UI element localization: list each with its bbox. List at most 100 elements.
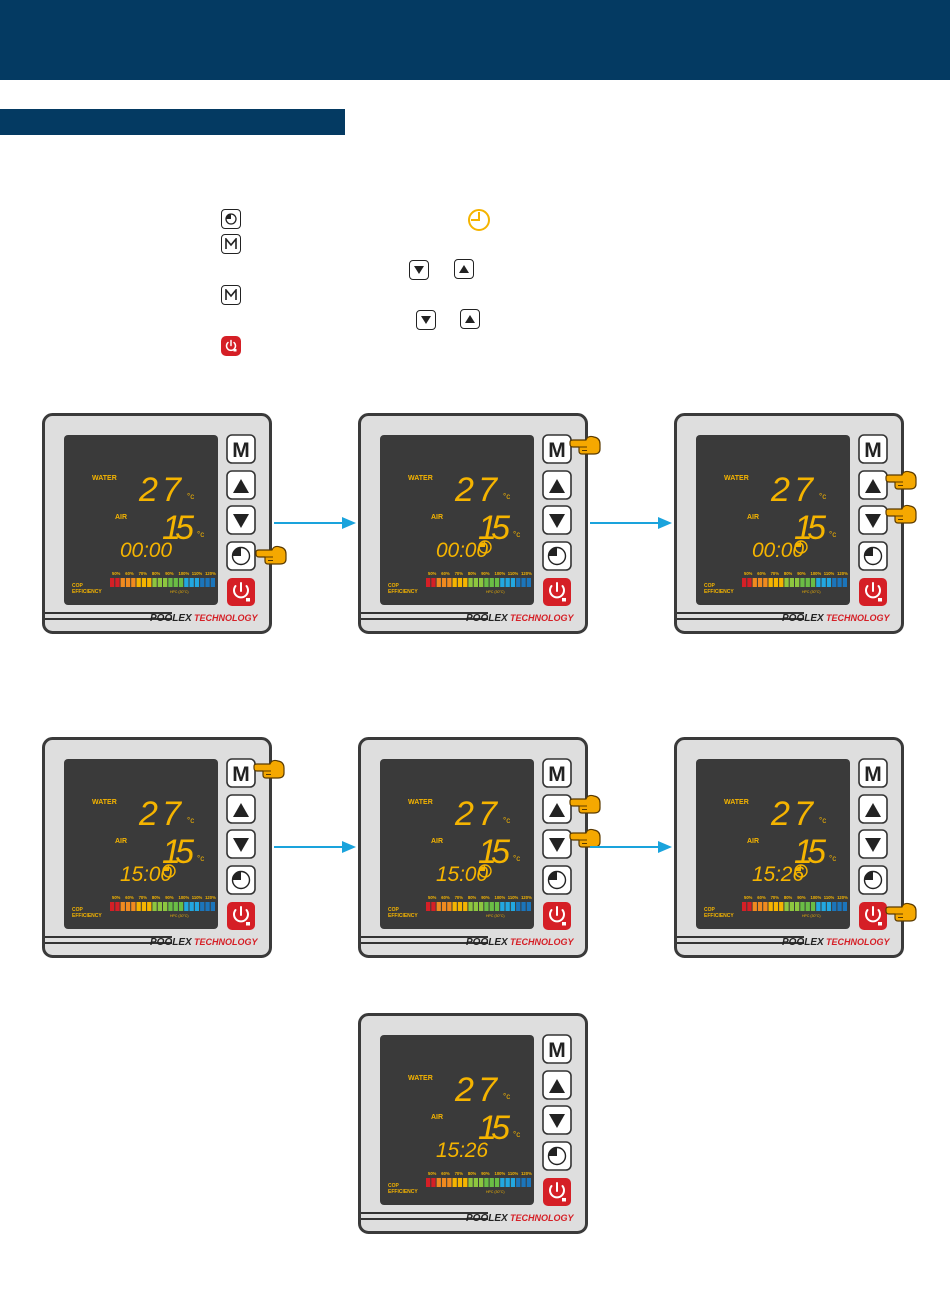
cop-bar	[441, 1178, 447, 1187]
up-button[interactable]	[226, 794, 256, 824]
cop-bar	[463, 1178, 468, 1187]
cop-scale-label: 110%	[824, 571, 835, 576]
cop-bar	[779, 578, 784, 587]
cop-scale-label: 90%	[165, 895, 174, 900]
cop-bar	[494, 902, 500, 911]
brand-logo: POOLEX TECHNOLOGY	[150, 613, 258, 624]
cop-bar	[752, 902, 757, 911]
cop-bar	[826, 902, 832, 911]
down-button[interactable]	[542, 505, 572, 535]
efficiency-label: EFFICIENCY	[388, 589, 418, 595]
water-unit: °c	[819, 492, 826, 501]
timer-button[interactable]	[226, 865, 256, 895]
power-button[interactable]	[227, 902, 255, 930]
m-mode-button[interactable]: M	[858, 434, 888, 464]
clock-time: 00:00	[752, 539, 804, 562]
power-button[interactable]	[543, 578, 571, 606]
cop-scale-label: 90%	[481, 1171, 490, 1176]
up-button[interactable]	[542, 1070, 572, 1100]
m-mode-button[interactable]: M	[542, 434, 572, 464]
cop-bar	[125, 902, 131, 911]
clock-indicator-icon	[478, 540, 492, 554]
cop-bar	[131, 578, 136, 587]
cop-scale-label: 60%	[125, 895, 134, 900]
m-mode-button[interactable]: M	[542, 758, 572, 788]
cop-scale-label: 50%	[744, 895, 753, 900]
water-label: WATER	[408, 475, 433, 482]
m-mode-button[interactable]: M	[542, 1034, 572, 1064]
cop-bar	[521, 578, 526, 587]
timer-button[interactable]	[858, 865, 888, 895]
m-mode-button[interactable]: M	[858, 758, 888, 788]
cop-scale-label: 110%	[508, 1171, 519, 1176]
down-button[interactable]	[542, 1105, 572, 1135]
cop-bar	[178, 902, 184, 911]
down-button[interactable]	[542, 829, 572, 859]
cop-bar	[120, 578, 125, 587]
power-button[interactable]	[543, 1178, 571, 1206]
cop-bar	[457, 1178, 463, 1187]
cop-bar	[152, 902, 157, 911]
cop-scale-label: 90%	[797, 895, 806, 900]
cop-bar	[810, 578, 816, 587]
clock-time: 15:00	[436, 863, 488, 886]
water-label: WATER	[92, 799, 117, 806]
timer-button[interactable]	[542, 865, 572, 895]
timer-button[interactable]	[542, 541, 572, 571]
timer-button[interactable]	[226, 541, 256, 571]
lcd-screen	[380, 435, 534, 605]
power-button[interactable]	[859, 902, 887, 930]
down-button[interactable]	[858, 829, 888, 859]
down-button[interactable]	[226, 505, 256, 535]
cop-bar	[163, 578, 168, 587]
water-label: WATER	[724, 475, 749, 482]
clock-indicator-icon	[162, 864, 176, 878]
water-unit: °c	[503, 492, 510, 501]
air-temperature: 15	[478, 1109, 510, 1147]
up-button[interactable]	[858, 794, 888, 824]
air-unit: °c	[513, 854, 520, 863]
cop-scale-label: 100%	[495, 571, 506, 576]
cop-scale-label: 50%	[112, 895, 121, 900]
cop-bar	[773, 578, 779, 587]
clock-indicator-icon	[794, 540, 808, 554]
down-button[interactable]	[226, 829, 256, 859]
timer-clock-icon	[221, 209, 241, 229]
cop-bar	[479, 1178, 484, 1187]
m-mode-button[interactable]: M	[226, 434, 256, 464]
cop-bar	[431, 1178, 436, 1187]
cop-bar	[768, 578, 773, 587]
cop-scale-label: 120%	[205, 895, 216, 900]
cop-bar	[757, 902, 763, 911]
air-unit: °c	[513, 1130, 520, 1139]
cop-bar	[426, 902, 431, 911]
cop-label: COP	[704, 907, 716, 913]
timer-button[interactable]	[858, 541, 888, 571]
up-button[interactable]	[542, 794, 572, 824]
cop-bar	[805, 902, 810, 911]
brand-name: POOLEX	[150, 937, 193, 948]
power-button[interactable]	[859, 578, 887, 606]
up-button[interactable]	[858, 470, 888, 500]
cop-bar	[484, 902, 489, 911]
power-button[interactable]	[227, 578, 255, 606]
cop-bar	[441, 578, 447, 587]
cop-sub-label: HPC (30°C)	[486, 590, 505, 594]
cop-bar	[473, 1178, 478, 1187]
cop-scale-label: 90%	[481, 895, 490, 900]
cop-scale-label: 80%	[152, 571, 161, 576]
control-panel-step-6: WATER 27 °c AIR 15 °c 15:26 COP EFFICIEN…	[674, 737, 917, 959]
air-unit: °c	[197, 530, 204, 539]
power-button[interactable]	[543, 902, 571, 930]
timer-button[interactable]	[542, 1141, 572, 1171]
cop-bar	[136, 902, 141, 911]
m-mode-button[interactable]: M	[226, 758, 256, 788]
efficiency-label: EFFICIENCY	[388, 913, 418, 919]
cop-scale-label: 70%	[771, 895, 780, 900]
cop-scale-label: 100%	[495, 1171, 506, 1176]
up-button[interactable]	[226, 470, 256, 500]
down-button[interactable]	[858, 505, 888, 535]
power-lock-icon	[221, 336, 241, 356]
svg-text:M: M	[548, 1039, 566, 1062]
up-button[interactable]	[542, 470, 572, 500]
